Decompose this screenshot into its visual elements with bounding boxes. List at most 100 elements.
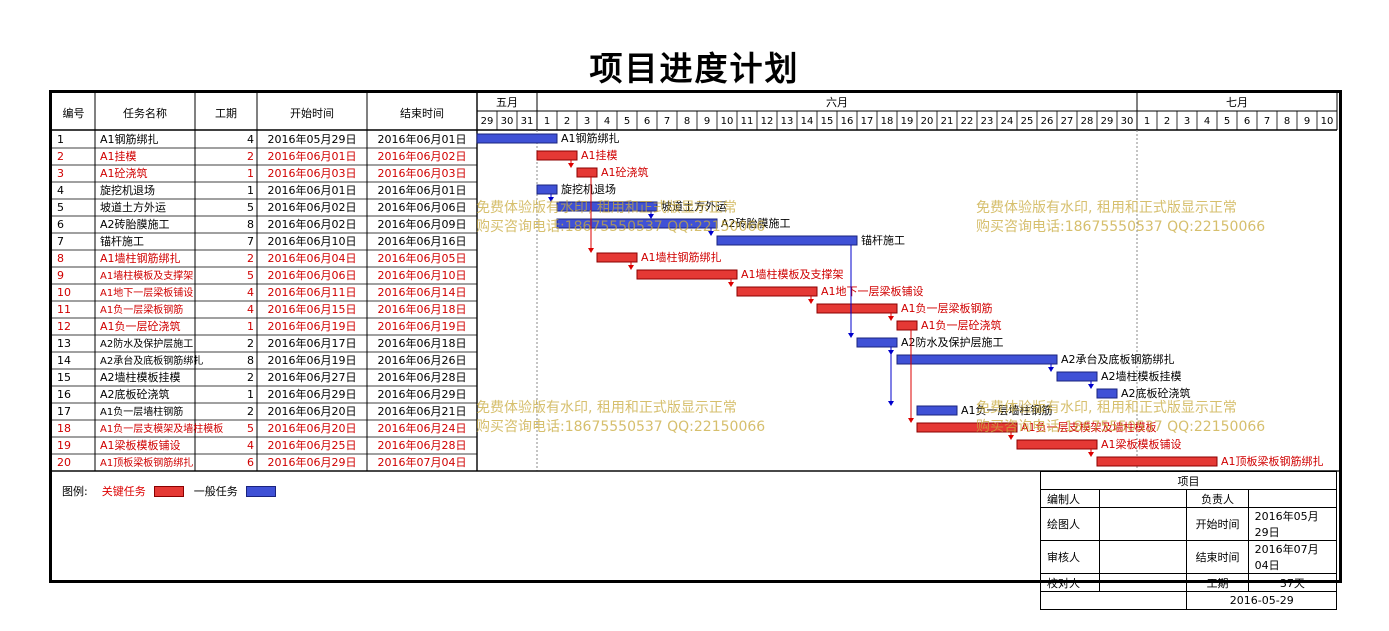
- task-bar-label: A2承台及底板钢筋绑扎: [1061, 352, 1175, 366]
- task-bar: [576, 167, 598, 178]
- day-label: 17: [861, 116, 874, 127]
- task-end: 2016年06月18日: [378, 336, 467, 350]
- task-bar: [896, 354, 1058, 365]
- task-end: 2016年06月03日: [378, 166, 467, 180]
- task-duration: 4: [247, 303, 254, 316]
- task-name: A1墙柱钢筋绑扎: [100, 251, 181, 265]
- task-name: A1负一层支模架及墙柱模板: [100, 422, 223, 435]
- task-end: 2016年06月19日: [378, 319, 467, 333]
- task-start: 2016年06月06日: [268, 268, 357, 282]
- task-duration: 5: [247, 269, 254, 282]
- task-name: A2承台及底板钢筋绑扎: [100, 354, 203, 367]
- task-bar-label: A1挂模: [581, 148, 618, 162]
- day-label: 8: [684, 116, 690, 127]
- task-end: 2016年06月28日: [378, 370, 467, 384]
- task-bar: [1096, 388, 1118, 399]
- dependency-arrow: [708, 231, 714, 236]
- task-bar: [896, 320, 918, 331]
- task-bar-label: A1负一层梁板钢筋: [901, 301, 993, 315]
- task-bar-label: A1负一层支模架及墙柱模板: [1021, 420, 1157, 434]
- task-name: A1负一层砼浇筑: [100, 319, 181, 333]
- task-end: 2016年06月01日: [378, 132, 467, 146]
- info-start-value: 2016年05月29日: [1247, 507, 1338, 541]
- day-label: 7: [1264, 116, 1270, 127]
- day-label: 7: [664, 116, 670, 127]
- task-id: 3: [57, 167, 64, 180]
- task-name: 旋挖机退场: [100, 183, 155, 197]
- task-name: A1钢筋绑扎: [100, 132, 159, 146]
- task-start: 2016年06月02日: [268, 217, 357, 231]
- day-label: 22: [961, 116, 974, 127]
- info-reviewer-label: 审核人: [1039, 540, 1101, 574]
- header-no: 编号: [63, 106, 85, 120]
- day-label: 19: [901, 116, 914, 127]
- day-label: 16: [841, 116, 854, 127]
- task-name: A2砖胎膜施工: [100, 217, 170, 231]
- task-bar: [916, 422, 1018, 433]
- task-start: 2016年06月19日: [268, 319, 357, 333]
- task-start: 2016年06月01日: [268, 183, 357, 197]
- task-name: A1负一层墙柱钢筋: [100, 405, 183, 418]
- day-label: 12: [761, 116, 774, 127]
- task-end: 2016年07月04日: [378, 455, 467, 469]
- task-id: 6: [57, 218, 64, 231]
- day-label: 24: [1001, 116, 1014, 127]
- task-bar: [816, 303, 898, 314]
- day-label: 13: [781, 116, 794, 127]
- header-name: 任务名称: [123, 106, 167, 120]
- legend-critical-label: 关键任务: [101, 485, 146, 498]
- task-name: 坡道土方外运: [100, 200, 166, 214]
- task-bar-label: A1砼浇筑: [601, 165, 649, 179]
- day-label: 3: [1184, 116, 1190, 127]
- info-table: 项目 编制人 负责人 绘图人 开始时间 2016年05月29日 审核人 结束时间…: [1039, 471, 1338, 610]
- task-id: 10: [57, 286, 71, 299]
- task-name: A1挂模: [100, 149, 137, 163]
- task-duration: 4: [247, 286, 254, 299]
- task-duration: 6: [247, 456, 254, 469]
- task-start: 2016年06月19日: [268, 353, 357, 367]
- task-bar: [716, 235, 858, 246]
- task-start: 2016年06月17日: [268, 336, 357, 350]
- info-drawer-label: 绘图人: [1039, 507, 1101, 541]
- dependency-arrow: [548, 197, 554, 202]
- day-label: 31: [521, 116, 534, 127]
- day-label: 10: [721, 116, 734, 127]
- task-id: 18: [57, 422, 71, 435]
- day-label: 18: [881, 116, 894, 127]
- day-label: 29: [481, 116, 494, 127]
- task-bar-label: A1墙柱钢筋绑扎: [641, 250, 722, 264]
- month-label: 五月: [496, 96, 518, 109]
- day-label: 2: [1164, 116, 1170, 127]
- task-end: 2016年06月06日: [378, 200, 467, 214]
- legend-normal-swatch: [245, 485, 276, 497]
- info-end-label: 结束时间: [1186, 540, 1249, 574]
- task-start: 2016年06月01日: [268, 149, 357, 163]
- task-start: 2016年06月29日: [268, 387, 357, 401]
- day-label: 26: [1041, 116, 1054, 127]
- header-dur: 工期: [215, 107, 237, 120]
- task-id: 4: [57, 184, 64, 197]
- task-name: A1地下一层梁板铺设: [100, 286, 193, 299]
- task-end: 2016年06月02日: [378, 149, 467, 163]
- task-duration: 2: [247, 371, 254, 384]
- day-label: 25: [1021, 116, 1034, 127]
- day-label: 27: [1061, 116, 1074, 127]
- dependency-arrow: [1088, 384, 1094, 389]
- task-start: 2016年06月20日: [268, 404, 357, 418]
- task-bar-label: A1顶板梁板钢筋绑扎: [1221, 454, 1324, 468]
- task-id: 2: [57, 150, 64, 163]
- month-label: 六月: [826, 96, 848, 109]
- info-owner-value: [1247, 489, 1338, 508]
- info-checker-value: [1099, 573, 1188, 592]
- task-bar: [916, 405, 958, 416]
- task-duration: 8: [247, 354, 254, 367]
- day-label: 30: [1121, 116, 1134, 127]
- task-duration: 2: [247, 252, 254, 265]
- task-bar-label: A1梁板模板铺设: [1101, 437, 1182, 451]
- day-label: 30: [501, 116, 514, 127]
- task-id: 19: [57, 439, 71, 452]
- info-reviewer-value: [1099, 540, 1188, 574]
- task-id: 1: [57, 133, 64, 146]
- task-bar-label: A1墙柱模板及支撑架: [741, 267, 844, 281]
- task-name: A1梁板模板铺设: [100, 438, 181, 452]
